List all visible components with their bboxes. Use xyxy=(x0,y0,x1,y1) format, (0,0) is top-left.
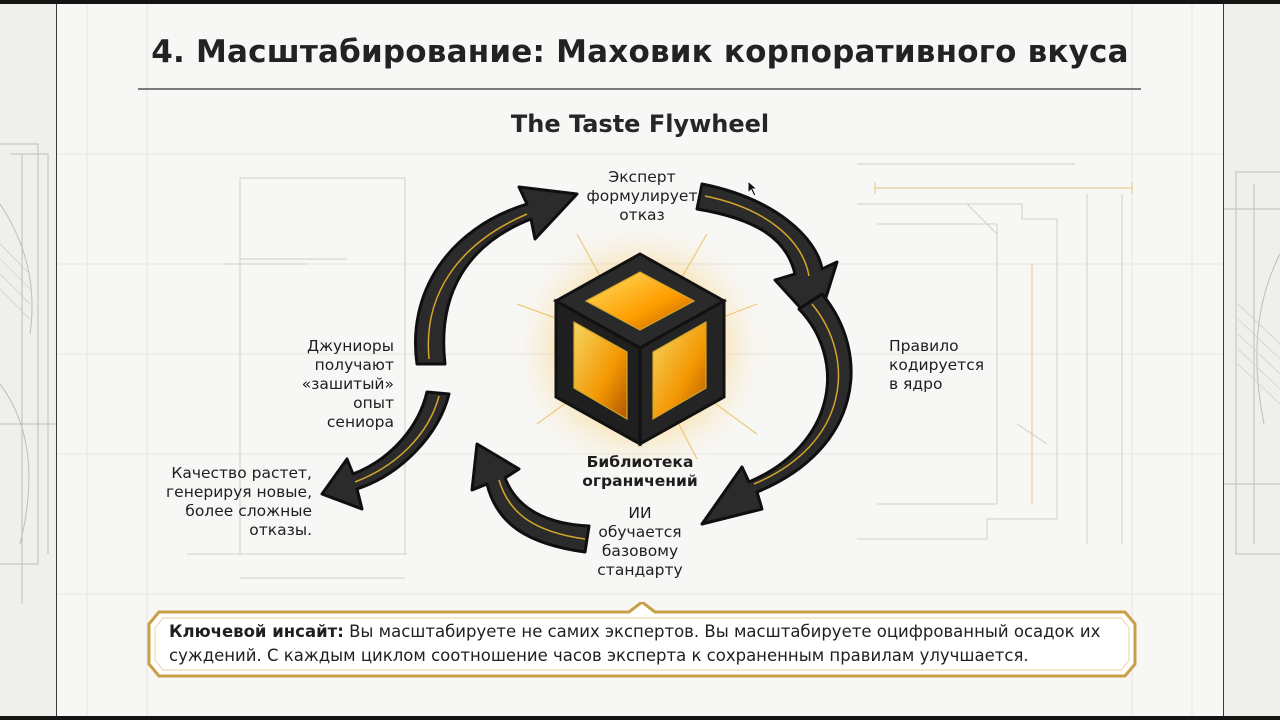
cycle-arrow-top-left xyxy=(414,185,579,366)
right-side-panel xyxy=(1223,4,1280,716)
step-ai-learns: ИИ обучается базовому стандарту xyxy=(597,504,683,579)
insight-lead: Ключевой инсайт: xyxy=(169,622,344,641)
step-rule-encoded: Правило кодируется в ядро xyxy=(889,337,985,393)
flywheel-diagram xyxy=(320,182,853,554)
left-blueprint-decoration xyxy=(0,143,56,604)
key-insight-callout: Ключевой инсайт: Вы масштабируете не сам… xyxy=(147,602,1137,682)
slide: 4. Масштабирование: Маховик корпоративно… xyxy=(0,4,1280,716)
step-expert-rejects: Эксперт формулирует отказ xyxy=(586,168,698,224)
core-label: Библиотека ограничений xyxy=(582,453,698,490)
right-blueprint-decoration xyxy=(1224,171,1280,555)
cycle-arrow-bottom xyxy=(470,442,591,554)
step-quality-grows: Качество растет, генерируя новые, более … xyxy=(166,464,312,539)
insight-body: Вы масштабируете не самих экспертов. Вы … xyxy=(169,622,1101,665)
slide-main: 4. Масштабирование: Маховик корпоративно… xyxy=(57,4,1223,716)
mouse-cursor-icon xyxy=(747,180,759,197)
insight-frame xyxy=(147,602,1137,678)
cycle-arrow-branch-left xyxy=(320,390,451,511)
title-divider xyxy=(138,88,1141,90)
page-title: 4. Масштабирование: Маховик корпоративно… xyxy=(151,34,1129,70)
cycle-arrow-right xyxy=(700,292,853,526)
insight-text: Ключевой инсайт: Вы масштабируете не сам… xyxy=(169,620,1119,668)
core-cube xyxy=(552,252,728,447)
step-juniors-receive: Джуниоры получают «зашитый» опыт сениора xyxy=(301,337,394,431)
blueprint-background xyxy=(57,4,1223,716)
left-side-panel xyxy=(0,4,57,716)
diagram-subtitle: The Taste Flywheel xyxy=(510,110,770,138)
